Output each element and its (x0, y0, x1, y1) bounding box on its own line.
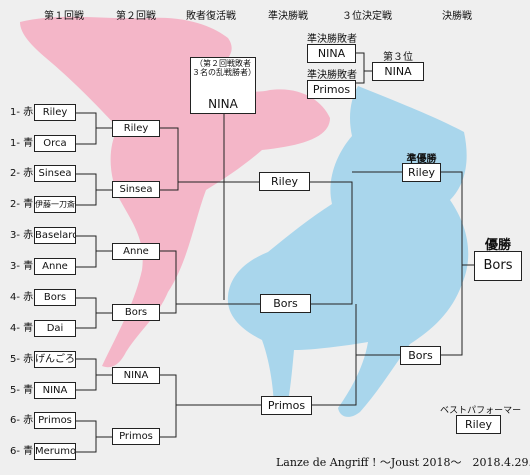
header-round-2: 第２回戦 (116, 11, 156, 22)
seed-label: 4- 赤 (10, 292, 34, 303)
event-footer: Lanze de Angriff ! 〜Joust 2018〜 2018.4.2… (276, 456, 530, 469)
round2-winner-box: Primos (112, 428, 160, 445)
round2-winner-box: Riley (112, 120, 160, 137)
seed-label: 1- 青 (10, 138, 34, 149)
third-place-label: 第３位 (383, 52, 413, 63)
round2-winner-box: NINA (112, 367, 160, 384)
entrant-box: Riley (34, 104, 76, 121)
seed-label: 3- 赤 (10, 230, 34, 241)
header-final: 決勝戦 (442, 11, 472, 22)
seed-label: 4- 青 (10, 323, 34, 334)
entrant-box: Sinsea (34, 165, 76, 182)
semifinal-box: Primos (261, 396, 312, 415)
header-semifinal: 準決勝戦 (268, 11, 308, 22)
repechage-box (190, 57, 256, 114)
third-place-entrant-box: NINA (307, 44, 356, 63)
entrant-box: Merumo (34, 443, 76, 460)
seed-label: 5- 赤 (10, 354, 34, 365)
finalist-box: Bors (400, 346, 441, 365)
best-performer-box: Riley (456, 415, 501, 434)
entrant-box: 伊藤一刀斎 (34, 196, 76, 213)
best-performer-label: ベストパフォーマー (440, 406, 522, 416)
entrant-box: NINA (34, 382, 76, 399)
seed-label: 1- 赤 (10, 107, 34, 118)
header-third-place: ３位決定戦 (342, 11, 392, 22)
runner-up-box: Riley (402, 163, 441, 182)
semifinal-box: Bors (260, 294, 311, 313)
round2-winner-box: Bors (112, 304, 160, 321)
header-round-1: 第１回戦 (44, 11, 84, 22)
seed-label: 6- 青 (10, 446, 34, 457)
semifinal-box: Riley (259, 172, 310, 191)
round2-winner-box: Anne (112, 243, 160, 260)
third-place-entrant-box: Primos (307, 80, 356, 99)
repechage-note: （第２回戦敗者３名の乱戦勝者） (192, 59, 256, 77)
header-repechage: 敗者復活戦 (186, 11, 236, 22)
entrant-box: げんごろう (34, 351, 76, 368)
entrant-box: Bors (34, 289, 76, 306)
seed-label: 2- 赤 (10, 168, 34, 179)
champion-box: Bors (474, 251, 522, 281)
third-place-result-box: NINA (372, 62, 424, 81)
entrant-box: Dai (34, 320, 76, 337)
repechage-winner: NINA (208, 97, 238, 111)
runner-up-label: 準優勝 (406, 154, 437, 165)
entrant-box: Anne (34, 258, 76, 275)
seed-label: 2- 青 (10, 199, 34, 210)
semifinal-loser-label: 準決勝敗者 (307, 34, 357, 45)
entrant-box: Baselard (34, 227, 76, 244)
round2-winner-box: Sinsea (112, 181, 160, 198)
champion-label: 優勝 (484, 238, 511, 253)
entrant-box: Orca (34, 135, 76, 152)
entrant-box: Primos (34, 412, 76, 429)
semifinal-loser-label: 準決勝敗者 (307, 70, 357, 81)
seed-label: 3- 青 (10, 261, 34, 272)
seed-label: 5- 青 (10, 385, 34, 396)
seed-label: 6- 赤 (10, 415, 34, 426)
